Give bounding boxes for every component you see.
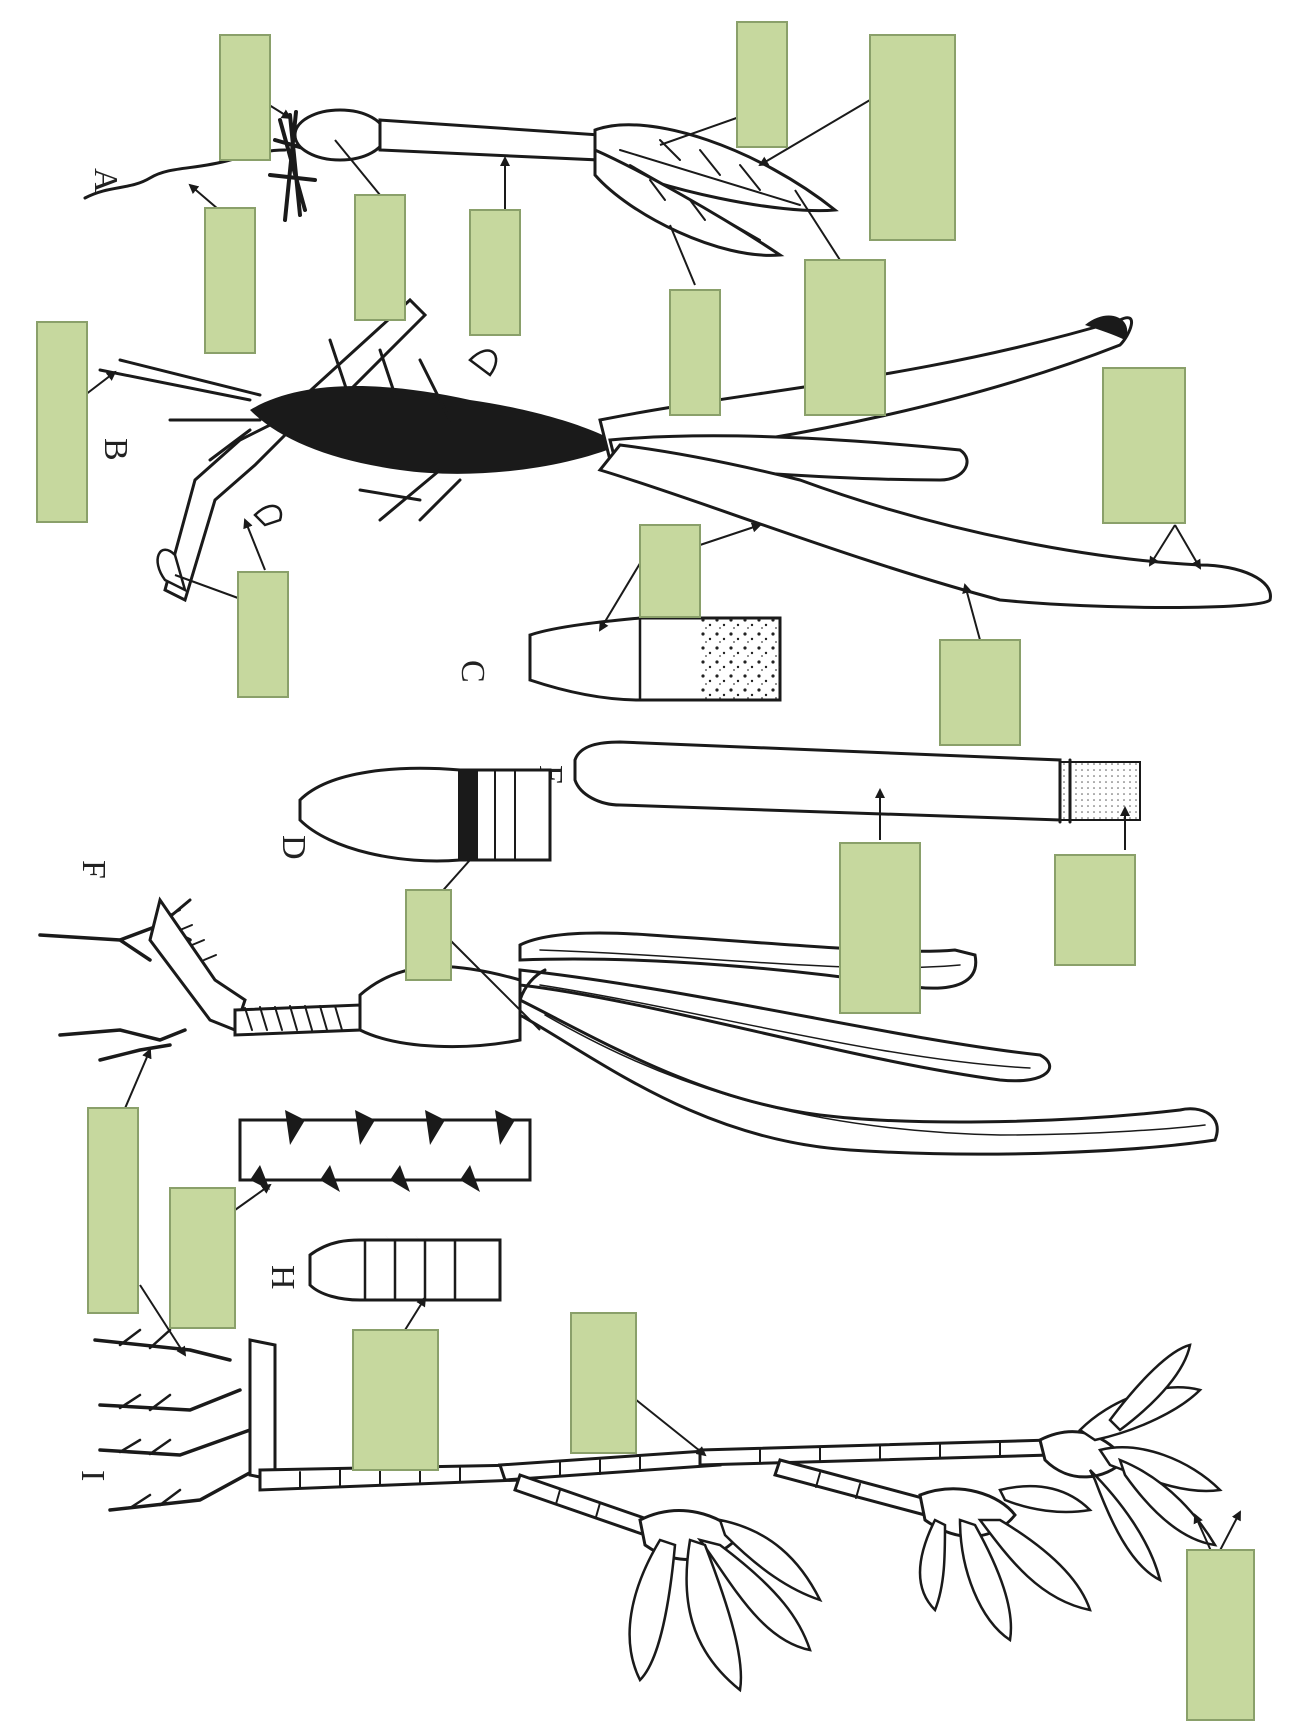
panel-f-drawing (40, 900, 1217, 1154)
label-box-13 (940, 640, 1020, 745)
leader-line (245, 520, 265, 570)
panel-h-drawing (310, 1225, 500, 1300)
leader-line (1150, 525, 1175, 565)
label-box-12 (238, 572, 288, 697)
panel-g-drawing (240, 1110, 530, 1192)
panel-i-head-middle (920, 1486, 1090, 1640)
label-box-5 (355, 195, 405, 320)
panel-i-head-left (630, 1511, 820, 1690)
label-box-6 (470, 210, 520, 335)
label-box-9 (37, 322, 87, 522)
label-box-11 (640, 525, 700, 617)
label-box-18 (170, 1188, 235, 1328)
panel-a-drawing (85, 110, 835, 255)
label-box-17 (88, 1108, 138, 1313)
leader-line (630, 1395, 705, 1455)
label-box-19 (353, 1330, 438, 1470)
leader-lines (85, 90, 1240, 1560)
panel-letter-d: D (275, 835, 312, 860)
panel-letter-i: I (74, 1470, 111, 1481)
label-box-16 (406, 890, 451, 980)
label-box-2 (737, 22, 787, 147)
label-box-14 (840, 843, 920, 1013)
label-box-21 (1187, 1550, 1254, 1720)
panel-letter-f: F (75, 860, 112, 879)
label-box-15 (1055, 855, 1135, 965)
label-box-4 (205, 208, 255, 353)
panel-e-drawing (575, 742, 1140, 822)
leader-line (235, 1185, 270, 1210)
leader-line (700, 525, 760, 545)
panel-letter-c: C (454, 660, 491, 683)
label-box-20 (571, 1313, 636, 1453)
leader-line (405, 1298, 425, 1330)
panel-i-drawing (95, 1330, 1220, 1690)
label-box-10 (1103, 368, 1185, 523)
panel-i-head-right (1040, 1345, 1220, 1580)
leader-line (85, 372, 115, 395)
leader-line (1175, 525, 1200, 568)
panel-letter-b: B (97, 438, 134, 461)
label-box-7 (670, 290, 720, 415)
label-box-1 (220, 35, 270, 160)
panel-c-drawing (530, 618, 780, 700)
label-box-3 (870, 35, 955, 240)
label-box-8 (805, 260, 885, 415)
panel-letter-h: H (264, 1265, 301, 1290)
panel-d-drawing (300, 768, 550, 861)
